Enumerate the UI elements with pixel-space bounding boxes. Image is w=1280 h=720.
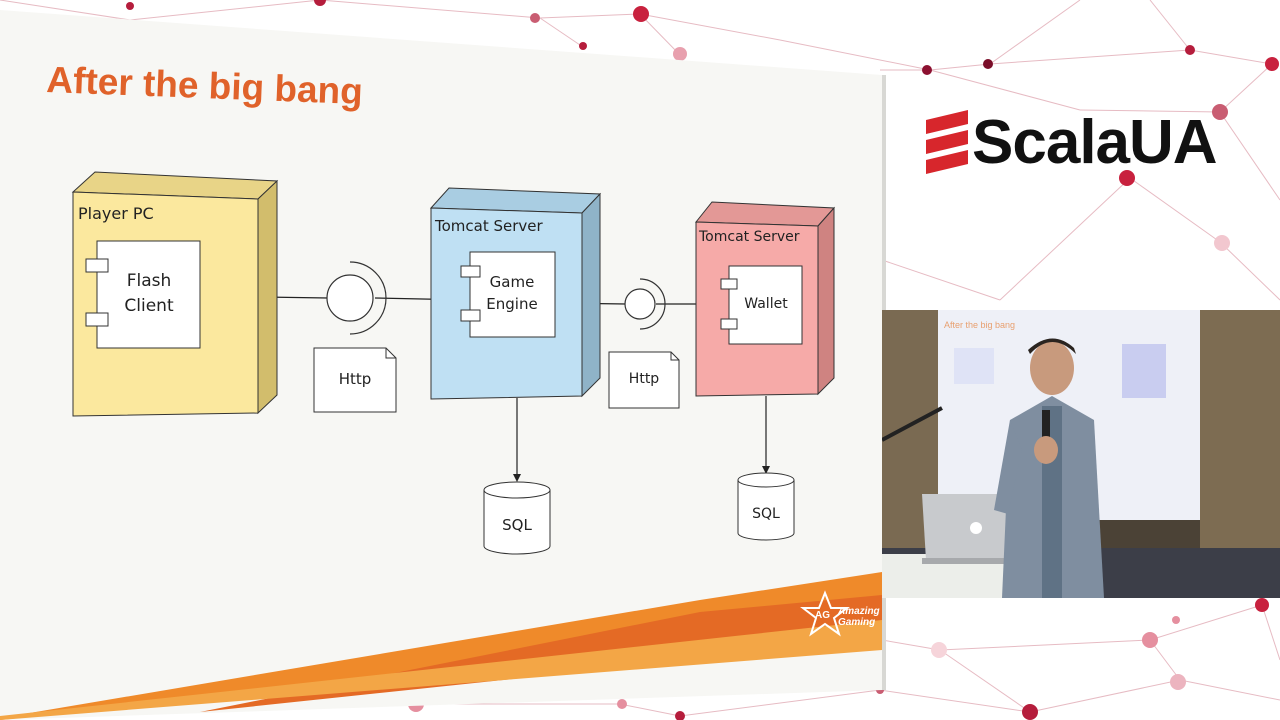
scala-stairs-icon	[926, 110, 968, 174]
microphone-icon	[1042, 410, 1050, 440]
amazing-gaming-logo: AG Amazing Gaming	[800, 590, 880, 637]
game-engine-line1: Game	[490, 273, 535, 291]
mic-stand	[882, 406, 943, 442]
tomcat-server-game-node: Tomcat Server Game Engine	[429, 187, 602, 400]
brand-line1: Amazing	[837, 606, 880, 617]
wallet-label: Wallet	[744, 296, 788, 312]
sql-database-1: SQL	[483, 481, 551, 555]
player-pc-node: Player PC Flash Client	[71, 171, 279, 417]
speaker	[994, 338, 1104, 598]
http-note-2-label: Http	[629, 371, 660, 387]
http-note-1-label: Http	[339, 370, 372, 388]
footer-banner	[0, 572, 882, 720]
flash-client-component	[96, 240, 201, 349]
scalaua-logo-text: ScalaUA	[972, 108, 1218, 177]
sql-database-2: SQL	[737, 472, 795, 541]
flash-client-line1: Flash	[127, 271, 172, 291]
tomcat-server-wallet-node: Tomcat Server Wallet	[694, 201, 836, 397]
tomcat-server-wallet-label: Tomcat Server	[698, 229, 800, 245]
projected-title: After the big bang	[944, 320, 1015, 330]
flash-client-line2: Client	[124, 296, 174, 316]
arrowhead-1	[513, 474, 521, 482]
sql-database-2-label: SQL	[752, 506, 780, 522]
brand-mark: AG	[815, 610, 830, 621]
speaker-video: After the big bang	[882, 310, 1280, 598]
scalaua-logo: ScalaUA	[920, 108, 1250, 180]
http-interface-2	[624, 278, 666, 330]
wallet-component	[728, 265, 803, 345]
tomcat-server-game-label: Tomcat Server	[434, 217, 544, 235]
http-note-1: Http	[313, 347, 397, 413]
arrowhead-2	[762, 466, 770, 474]
http-note-2: Http	[608, 351, 680, 409]
game-engine-component	[469, 251, 556, 338]
game-engine-line2: Engine	[486, 295, 537, 313]
brand-line2: Gaming	[838, 617, 875, 628]
star-icon	[800, 590, 850, 637]
sql-database-1-label: SQL	[502, 516, 532, 534]
apple-icon	[970, 522, 982, 534]
http-interface-1	[326, 261, 387, 335]
speaker-video-scene: After the big bang	[882, 310, 1280, 598]
player-pc-label: Player PC	[78, 204, 154, 223]
